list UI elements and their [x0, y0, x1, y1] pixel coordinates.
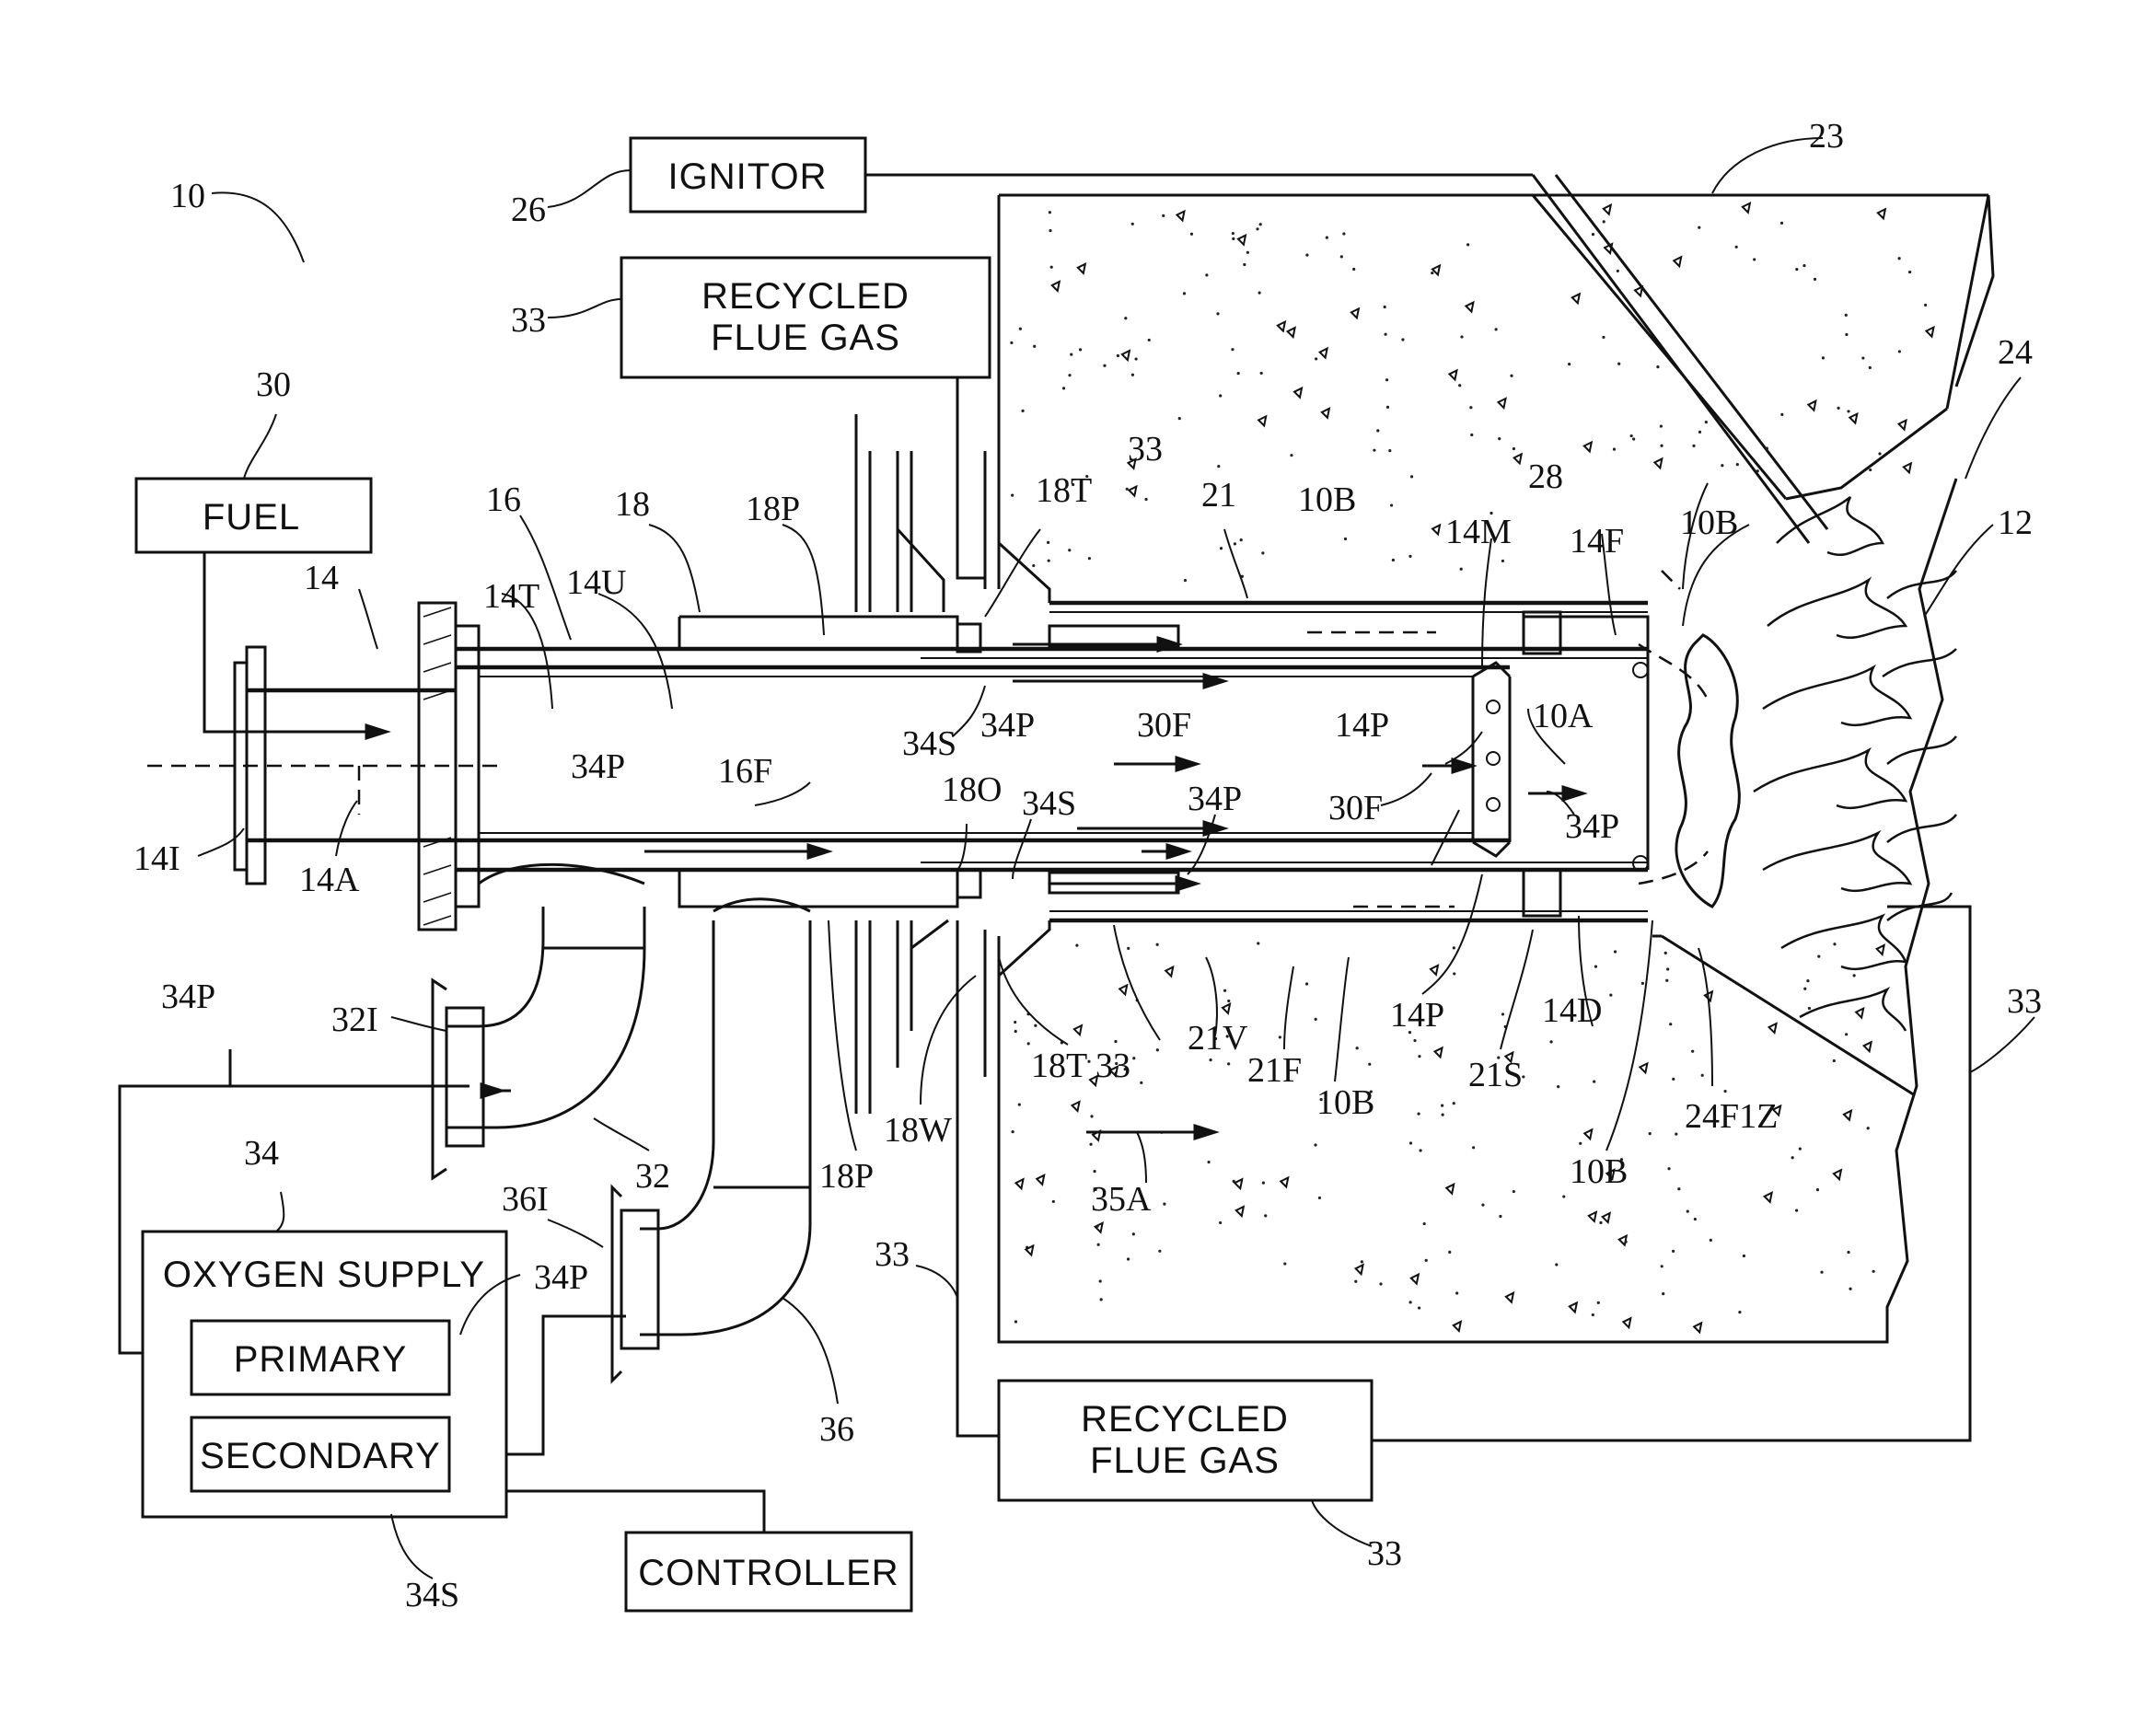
- ref-35A: 35A: [1091, 1180, 1152, 1219]
- ref-14P-b: 14P: [1390, 996, 1444, 1035]
- ref-33-left: 33: [875, 1235, 910, 1274]
- ref-14T: 14T: [483, 577, 539, 616]
- oxygen-supply-label: OXYGEN SUPPLY: [163, 1255, 485, 1295]
- refractory-wall: [999, 175, 1993, 1342]
- ref-32: 32: [635, 1157, 670, 1196]
- ref-21F: 21F: [1247, 1051, 1302, 1090]
- rfg-bottom-line1: RECYCLED: [1081, 1399, 1289, 1440]
- ref-10B-1: 10B: [1298, 480, 1356, 519]
- ref-21: 21: [1201, 476, 1236, 515]
- ref-18P-bottom: 18P: [819, 1157, 874, 1196]
- rfg-top-line2: FLUE GAS: [711, 318, 900, 358]
- fuel-label: FUEL: [203, 497, 300, 538]
- recycled-flue-gas-bottom-box: RECYCLED FLUE GAS: [999, 1381, 1372, 1500]
- ref-34S-a: 34S: [902, 724, 956, 763]
- ignitor-label: IGNITOR: [668, 156, 828, 197]
- ref-24F1Z: 24F1Z: [1685, 1097, 1778, 1136]
- ref-34S-b: 34S: [1022, 784, 1076, 823]
- ref-28: 28: [1528, 457, 1563, 496]
- rfg-bottom-line2: FLUE GAS: [1090, 1440, 1280, 1481]
- primary-label: PRIMARY: [234, 1339, 408, 1380]
- ref-33-bottom: 33: [1367, 1534, 1402, 1573]
- fuel-box: FUEL: [136, 479, 371, 552]
- ref-24: 24: [1998, 333, 2033, 372]
- recycled-flue-gas-top-box: RECYCLED FLUE GAS: [621, 258, 990, 377]
- ref-14U: 14U: [566, 563, 626, 602]
- ignitor-box: IGNITOR: [631, 138, 865, 212]
- ref-14P-a: 14P: [1335, 706, 1389, 745]
- ref-14F: 14F: [1570, 522, 1624, 561]
- flame-zone: [1676, 497, 1956, 1031]
- ref-26: 26: [511, 191, 546, 229]
- ref-18O: 18O: [942, 770, 1002, 809]
- ref-10B-2: 10B: [1680, 503, 1738, 542]
- ref-14: 14: [304, 559, 339, 597]
- ref-23: 23: [1809, 117, 1844, 156]
- rfg-top-line1: RECYCLED: [701, 276, 910, 317]
- ref-33-mid: 33: [1128, 430, 1163, 468]
- ref-18T-bottom: 18T: [1031, 1047, 1087, 1085]
- ref-30: 30: [256, 365, 291, 404]
- ref-34P-a: 34P: [980, 706, 1035, 745]
- ref-34P-e: 34P: [161, 977, 215, 1016]
- ref-34S-c: 34S: [405, 1576, 459, 1614]
- oxygen-supply-box: OXYGEN SUPPLY PRIMARY SECONDARY: [143, 1232, 506, 1517]
- ref-12: 12: [1998, 503, 2033, 542]
- ref-36I: 36I: [502, 1180, 549, 1219]
- secondary-label: SECONDARY: [200, 1436, 441, 1476]
- ref-14M: 14M: [1445, 513, 1512, 551]
- controller-box: CONTROLLER: [626, 1533, 911, 1611]
- ref-10B-3: 10B: [1316, 1083, 1374, 1122]
- ref-16F: 16F: [718, 752, 772, 791]
- ref-10B-4: 10B: [1570, 1152, 1628, 1191]
- ref-34P-f: 34P: [534, 1258, 588, 1297]
- ref-33-top: 33: [511, 301, 546, 340]
- ref-34P-d: 34P: [1565, 807, 1619, 846]
- ref-30F-b: 30F: [1328, 789, 1383, 827]
- ref-34: 34: [244, 1134, 279, 1173]
- ref-33-lower: 33: [1095, 1047, 1130, 1085]
- ref-32I: 32I: [331, 1001, 378, 1039]
- ref-14I: 14I: [133, 839, 180, 878]
- ref-18: 18: [615, 485, 650, 524]
- ref-18P-top: 18P: [746, 490, 800, 528]
- ref-10A: 10A: [1533, 697, 1594, 735]
- ref-34P-b: 34P: [571, 747, 625, 786]
- flow-arrows: [147, 571, 1708, 1139]
- ref-18W: 18W: [884, 1111, 952, 1150]
- ref-10: 10: [170, 177, 205, 215]
- ref-14D: 14D: [1542, 991, 1602, 1030]
- controller-label: CONTROLLER: [638, 1553, 898, 1593]
- ref-14A: 14A: [299, 861, 360, 899]
- ref-33-right: 33: [2007, 982, 2042, 1021]
- ref-21V: 21V: [1188, 1019, 1248, 1058]
- ref-16: 16: [486, 480, 521, 519]
- ref-21S: 21S: [1468, 1056, 1523, 1094]
- ref-18T-top: 18T: [1036, 471, 1092, 510]
- ref-34P-c: 34P: [1188, 780, 1242, 818]
- ref-30F-a: 30F: [1137, 706, 1191, 745]
- ref-36: 36: [819, 1410, 854, 1449]
